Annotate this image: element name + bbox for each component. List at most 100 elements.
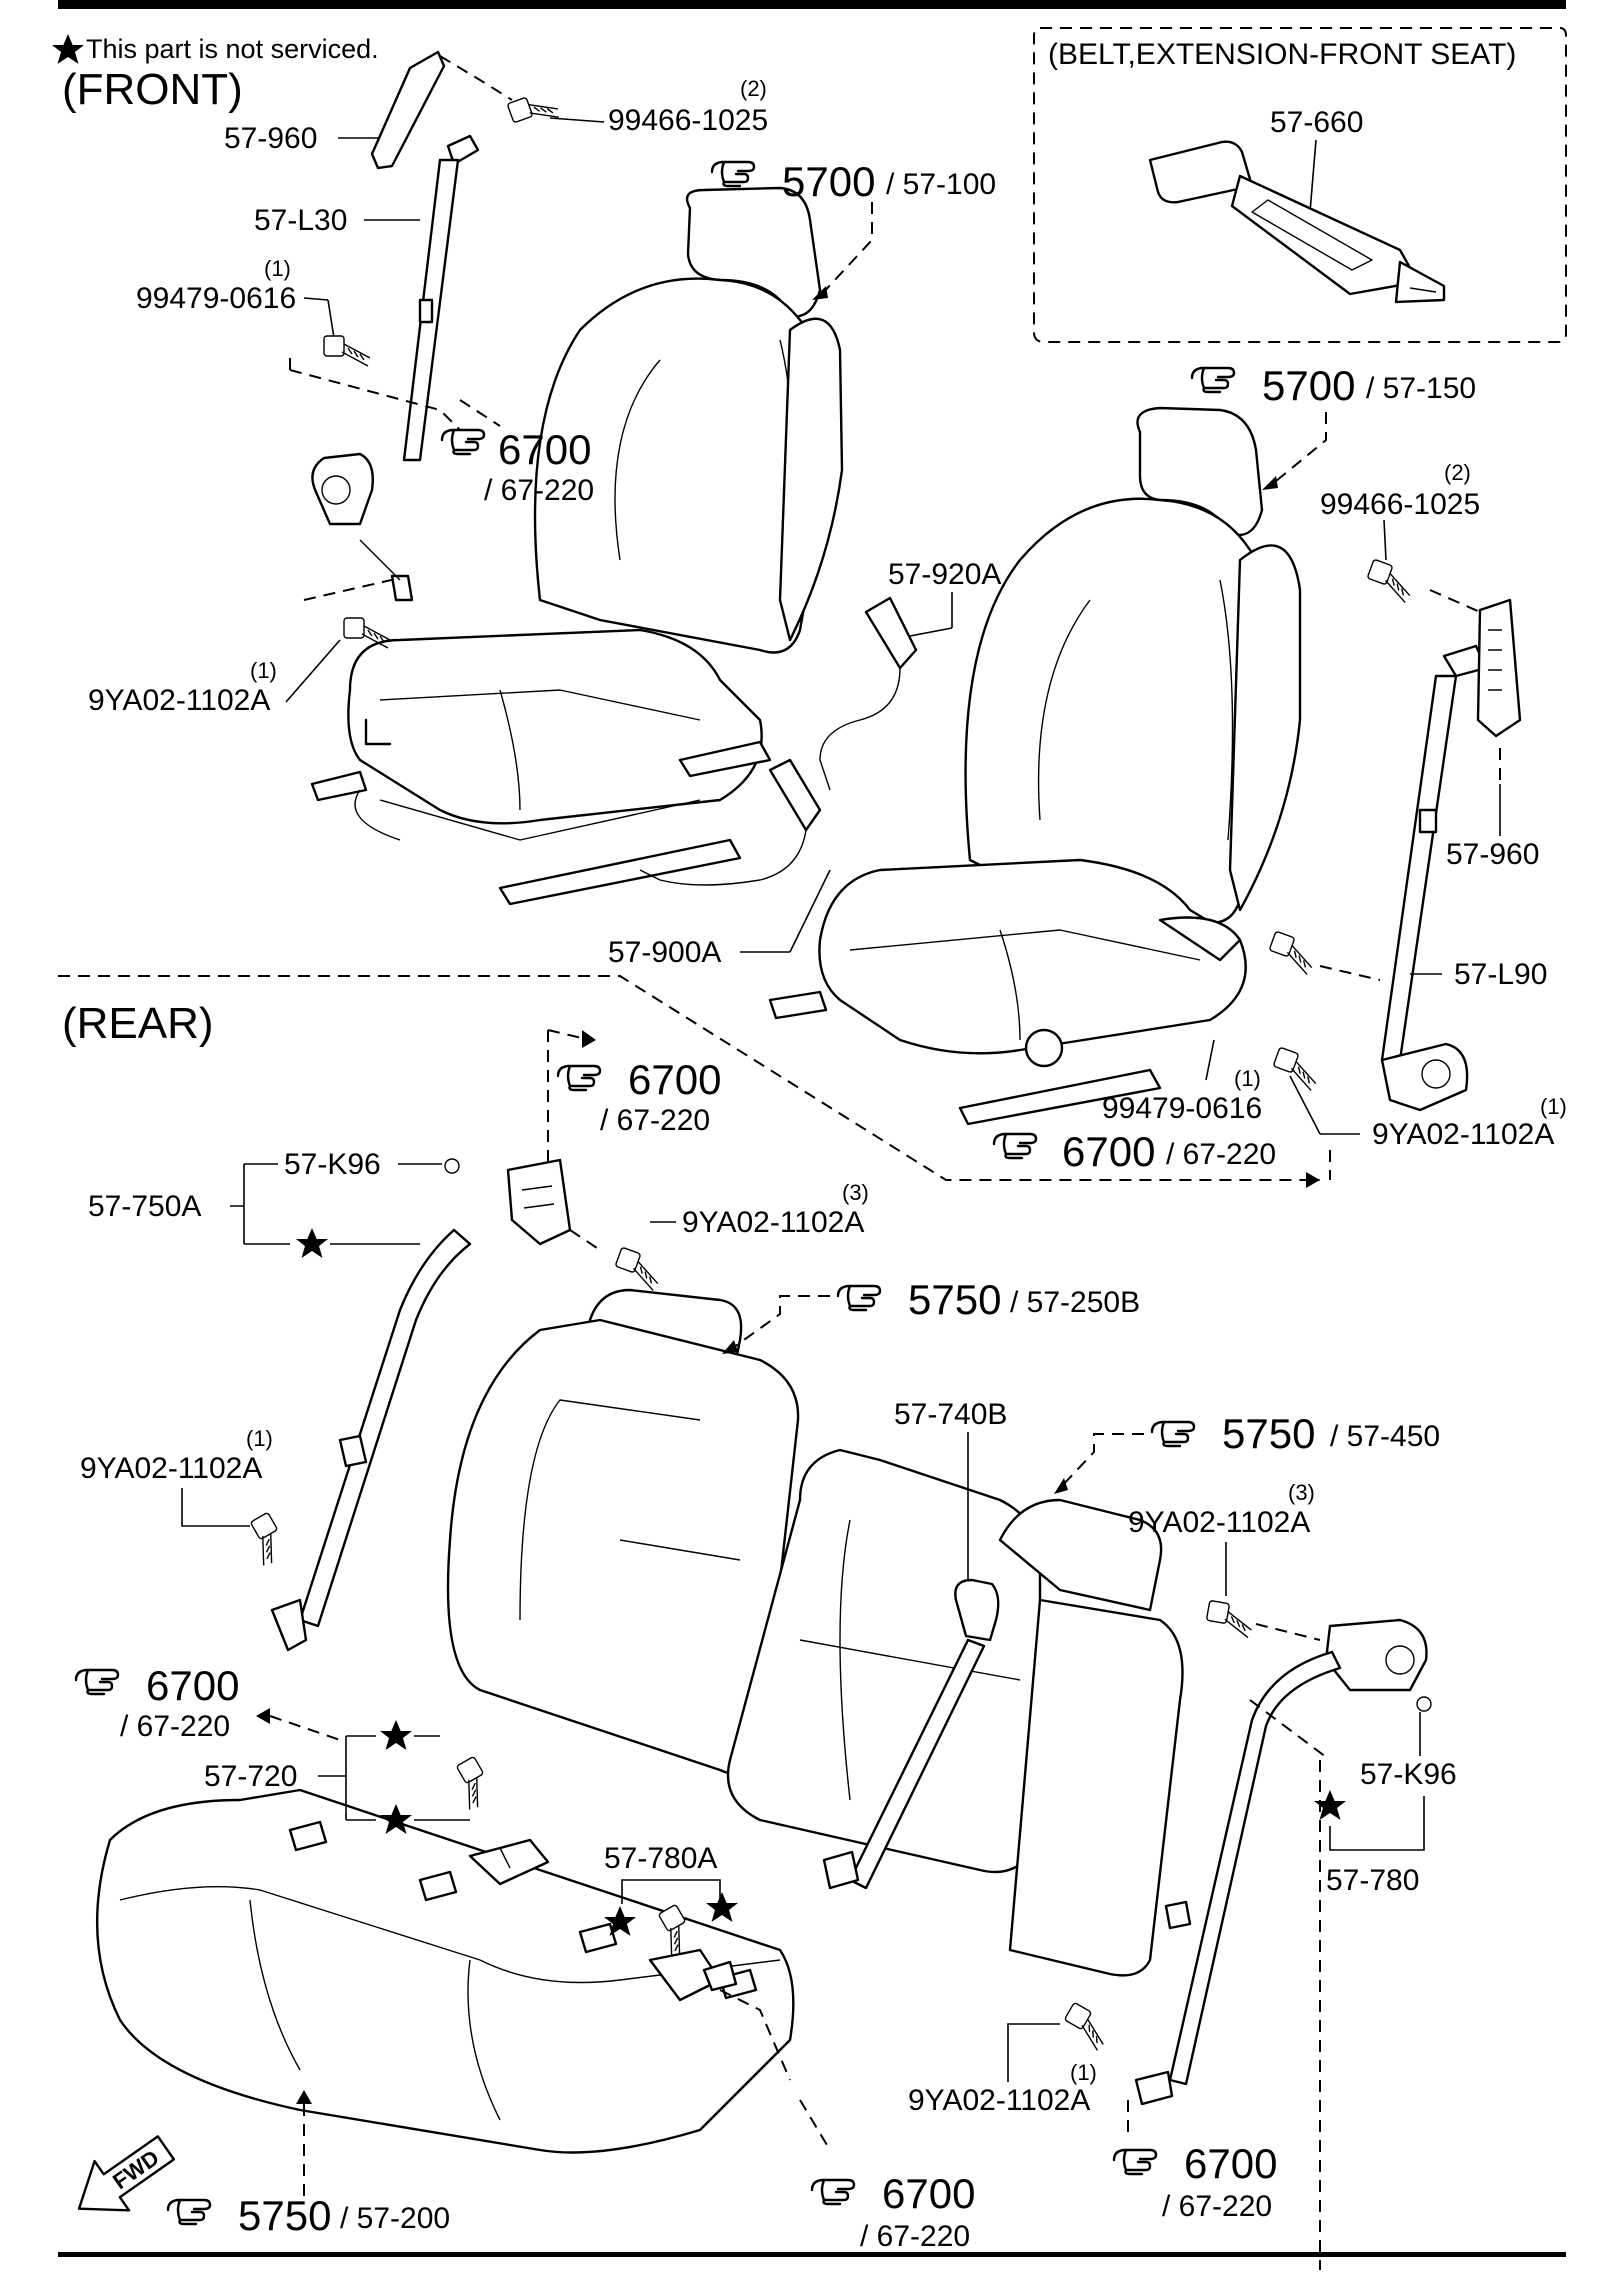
ref-6700-num: 6700 (498, 426, 591, 473)
front-right-belt (1380, 598, 1522, 1112)
ref-5750-num: 5750 (238, 2192, 331, 2239)
pointing-hand-icon (836, 1284, 882, 1312)
pointing-hand-icon (1190, 366, 1236, 394)
star-icon (296, 1228, 328, 1258)
rear-left-shoulder-belt (270, 1158, 572, 1652)
qty-9ya02-front-right: (1) (1540, 1094, 1567, 1119)
ref-5750-sub: / 57-450 (1330, 1420, 1440, 1453)
bolt-icon (1363, 558, 1418, 604)
part-57-L30: 57-L30 (254, 204, 347, 237)
part-9ya02-rear-bottom: 9YA02-1102A (908, 2084, 1090, 2117)
ref-6700-sub: / 67-220 (484, 474, 594, 507)
ref-6700-front-right: 6700 / 67-220 (992, 1128, 1276, 1175)
qty-9ya02-rear-left: (1) (246, 1426, 273, 1451)
belt-extension-box: (BELT,EXTENSION-FRONT SEAT) 57-660 (1033, 27, 1567, 343)
front-left-seat (310, 186, 844, 906)
part-57-740b: 57-740B (894, 1398, 1007, 1431)
front-section-title: (FRONT) (62, 65, 243, 114)
ref-5750-57-200: 5750 / 57-200 (166, 2192, 450, 2239)
ref-5750-num: 5750 (1222, 1410, 1315, 1457)
part-57-750a: 57-750A (88, 1190, 201, 1223)
ref-5700-sub: / 57-150 (1366, 372, 1476, 405)
ref-6700-num: 6700 (1062, 1128, 1155, 1175)
pointing-hand-icon (556, 1064, 602, 1092)
pointing-hand-icon (74, 1668, 120, 1696)
part-57-720: 57-720 (204, 1760, 297, 1793)
qty-99479-0616-right: (1) (1234, 1066, 1261, 1091)
qty-9ya02-rear-bottom: (1) (1070, 2060, 1097, 2085)
pointing-hand-icon (440, 428, 486, 456)
ref-6700-rear-left: 6700 / 67-220 (74, 1662, 239, 1743)
front-rear-divider (58, 975, 1320, 1181)
ref-6700-sub: / 67-220 (120, 1710, 230, 1743)
rear-left-buckle (468, 1838, 550, 1886)
part-57-k96-right: 57-K96 (1360, 1758, 1457, 1791)
bolt-icon (446, 1755, 498, 1812)
qty-99466-1025-left: (2) (740, 76, 767, 101)
part-99466-1025-left: 99466-1025 (608, 104, 768, 137)
front-left-belt (311, 50, 480, 602)
part-99479-0616-left: 99479-0616 (136, 282, 296, 315)
rear-center-buckle (648, 1948, 738, 2002)
rear-section-title: (REAR) (62, 999, 214, 1048)
notice-text: This part is not serviced. (86, 34, 379, 64)
ref-6700-rear-bottom-center: 6700 / 67-220 (810, 2170, 975, 2253)
ref-5750-sub: / 57-200 (340, 2202, 450, 2235)
ref-6700-sub: / 67-220 (860, 2220, 970, 2253)
ref-5700-num: 5700 (782, 158, 875, 205)
ref-6700-rear-top: 6700 / 67-220 (556, 1056, 721, 1137)
bolt-icon (611, 1246, 666, 1292)
pointing-hand-icon (1112, 2148, 1158, 2176)
bolt-icon (1269, 1046, 1324, 1092)
part-9ya02-front-right: 9YA02-1102A (1372, 1118, 1554, 1151)
pointing-hand-icon (710, 160, 756, 188)
part-99479-0616-right: 99479-0616 (1102, 1092, 1262, 1125)
ref-6700-sub: / 67-220 (600, 1104, 710, 1137)
ref-5700-num: 5700 (1262, 362, 1355, 409)
bolt-icon (323, 335, 371, 367)
star-icon (1314, 1790, 1346, 1820)
part-9ya02-rear-right: 9YA02-1102A (1128, 1506, 1310, 1539)
pointing-hand-icon (810, 2178, 856, 2206)
bolt-icon (1203, 1599, 1256, 1639)
bolt-icon (1265, 930, 1320, 976)
part-57-900a: 57-900A (608, 936, 721, 969)
rear-right-shoulder-belt (1134, 1618, 1428, 2106)
ref-6700-num: 6700 (1184, 2140, 1277, 2187)
part-57-k96-top: 57-K96 (284, 1148, 381, 1181)
extension-box-title: (BELT,EXTENSION-FRONT SEAT) (1048, 38, 1516, 71)
bolt-icon (506, 87, 562, 133)
ref-6700-sub: / 67-220 (1162, 2190, 1272, 2223)
part-57-960-left: 57-960 (224, 122, 317, 155)
front-right-seat (768, 406, 1302, 1126)
part-57-920a: 57-920A (888, 558, 1001, 591)
part-57-l90: 57-L90 (1454, 958, 1547, 991)
ref-5750-57-250b: 5750 / 57-250B (836, 1276, 1140, 1323)
part-9ya02-rear-top: 9YA02-1102A (682, 1206, 864, 1239)
part-57-960-right: 57-960 (1446, 838, 1539, 871)
ref-6700-front-left: 6700 / 67-220 (440, 426, 594, 507)
qty-99479-0616-left: (1) (264, 256, 291, 281)
ref-6700-rear-bottom-right: 6700 / 67-220 (1112, 2140, 1277, 2223)
part-57-780a: 57-780A (604, 1842, 717, 1875)
star-icon (52, 34, 84, 64)
part-9ya02-rear-left: 9YA02-1102A (80, 1452, 262, 1485)
qty-9ya02-front-left: (1) (250, 658, 277, 683)
bolt-icon (240, 1511, 292, 1568)
pointing-hand-icon (992, 1132, 1038, 1160)
belt-extension-part (1148, 140, 1446, 304)
part-99466-1025-right: 99466-1025 (1320, 488, 1480, 521)
ref-6700-num: 6700 (628, 1056, 721, 1103)
qty-9ya02-rear-top: (3) (842, 1180, 869, 1205)
ref-5700-57-150: 5700 / 57-150 (1190, 362, 1476, 409)
bottom-border (58, 2252, 1566, 2257)
star-icon (706, 1892, 738, 1922)
part-9ya02-front-left: 9YA02-1102A (88, 684, 270, 717)
qty-9ya02-rear-right: (3) (1288, 1480, 1315, 1505)
ref-5700-sub: / 57-100 (886, 168, 996, 201)
ref-5700-57-100: 5700 / 57-100 (710, 158, 996, 205)
ref-6700-num: 6700 (146, 1662, 239, 1709)
top-border (58, 0, 1566, 9)
